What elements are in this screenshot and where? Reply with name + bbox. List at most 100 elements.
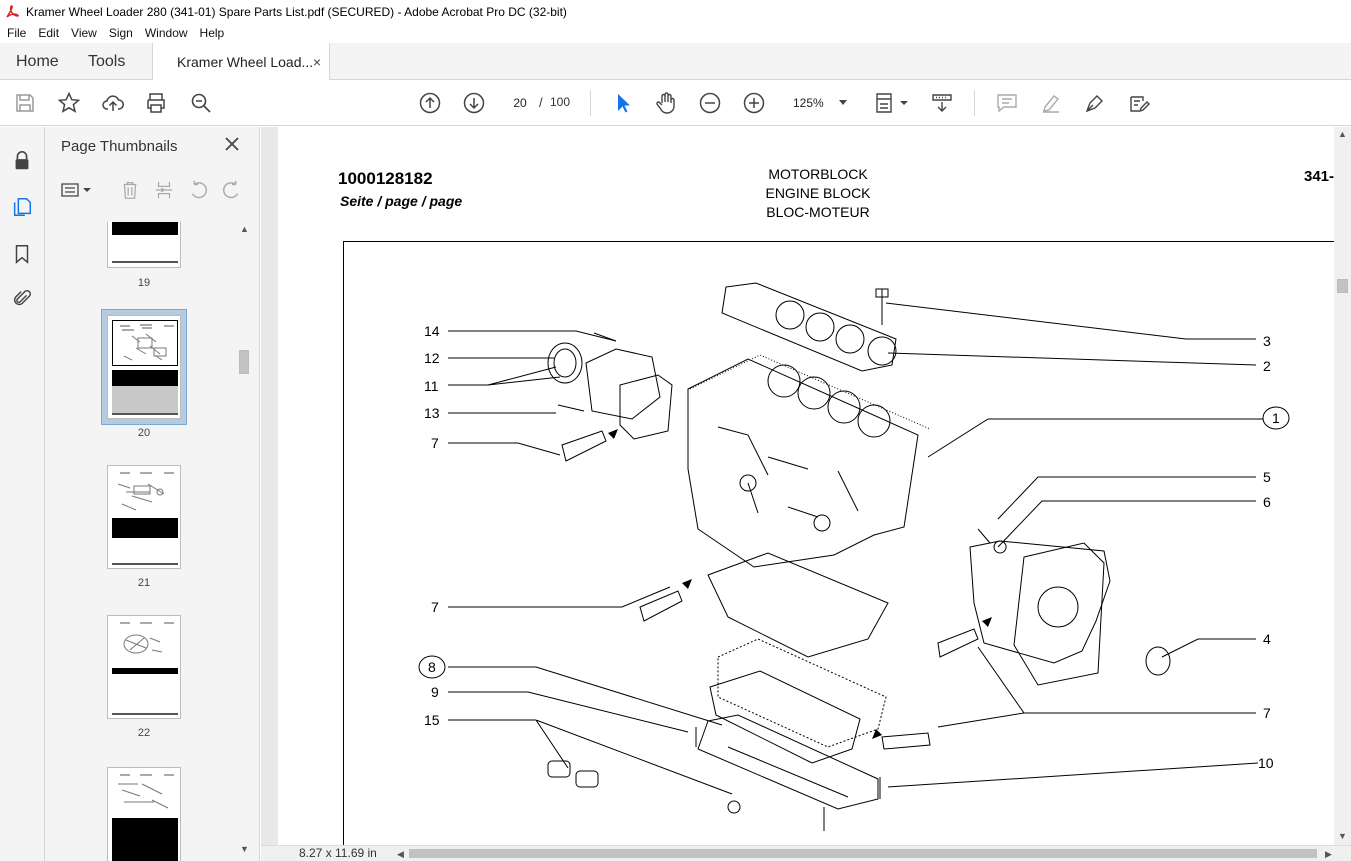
delete-pages-button[interactable] [117, 177, 143, 203]
scroll-up-icon[interactable]: ▲ [240, 224, 249, 234]
arrow-icon [682, 579, 692, 589]
thumbnail-page-20[interactable] [107, 315, 181, 419]
scroll-down-icon[interactable]: ▼ [1338, 831, 1347, 841]
scrollbar-thumb[interactable] [1337, 279, 1348, 293]
gasket-bore [867, 336, 897, 366]
hand-tool-button[interactable] [653, 90, 679, 116]
print-button[interactable] [143, 90, 169, 116]
previous-page-button[interactable] [417, 90, 443, 116]
menu-view[interactable]: View [71, 26, 97, 40]
close-icon[interactable] [223, 135, 241, 153]
scroll-down-icon[interactable]: ▼ [240, 844, 249, 854]
star-icon [57, 91, 81, 113]
tab-tools[interactable]: Tools [88, 52, 126, 70]
rotate-left-button[interactable] [185, 177, 211, 203]
scroll-left-icon[interactable]: ◀ [397, 848, 404, 859]
page-number-input[interactable]: 20 [505, 90, 535, 114]
crank-bore [813, 514, 831, 532]
tab-bar: Home Tools Kramer Wheel Load... × [0, 43, 1351, 80]
menu-file[interactable]: File [7, 26, 27, 40]
cursor-arrow-icon [618, 94, 630, 113]
leader-line-7c [937, 646, 1256, 728]
callout-2: 2 [1263, 358, 1271, 374]
menu-help[interactable]: Help [199, 26, 225, 40]
arrow-icon [608, 429, 618, 439]
title-german: MOTORBLOCK [768, 166, 868, 182]
next-page-button[interactable] [461, 90, 487, 116]
thumbnail-scrollbar[interactable]: ▲ ▼ [237, 222, 252, 858]
callout-7: 7 [431, 599, 439, 615]
thumbnail-page-23[interactable] [107, 767, 181, 861]
engine-block-detail [717, 426, 859, 518]
pdf-page: 1000128182 Seite / page / page MOTORBLOC… [278, 127, 1334, 845]
scroll-mode-button[interactable] [929, 90, 955, 116]
find-button[interactable] [188, 90, 214, 116]
menu-bar: File Edit View Sign Window Help [0, 23, 1351, 43]
menu-edit[interactable]: Edit [38, 26, 60, 40]
engine-block-shadow [689, 354, 931, 430]
draw-button[interactable] [1082, 90, 1108, 116]
lock-button[interactable] [10, 149, 34, 173]
arrow-icon [872, 729, 882, 739]
menu-window[interactable]: Window [144, 26, 188, 40]
printer-icon [147, 93, 165, 113]
rotate-right-button[interactable] [219, 177, 245, 203]
tab-home[interactable]: Home [16, 52, 59, 70]
leader-line-14 [448, 330, 617, 342]
page-thumbnails-button[interactable] [10, 195, 34, 219]
leader-line-7b [448, 586, 671, 608]
thumbnail-page-22[interactable] [107, 615, 181, 719]
highlight-button[interactable] [1038, 90, 1064, 116]
oil-pan-gasket-lower [709, 670, 861, 764]
callout-7: 7 [1263, 705, 1271, 721]
thumbnail-options-button[interactable] [59, 177, 93, 203]
comment-button[interactable] [994, 90, 1020, 116]
list-options-icon [61, 183, 91, 197]
title-bar: Kramer Wheel Loader 280 (341-01) Spare P… [0, 0, 1351, 23]
scrollbar-thumb[interactable] [239, 350, 249, 374]
bookmarks-button[interactable] [10, 242, 34, 266]
upload-button[interactable] [100, 90, 126, 116]
bookmark-star-button[interactable] [56, 90, 82, 116]
attachments-button[interactable] [10, 287, 34, 311]
thumbnail-content [112, 261, 178, 263]
head-gasket [721, 282, 897, 372]
zoom-in-button[interactable] [741, 90, 767, 116]
sealant-tube [561, 430, 607, 462]
scroll-right-icon[interactable]: ▶ [1325, 848, 1332, 859]
save-icon [16, 94, 34, 112]
menu-sign[interactable]: Sign [108, 26, 133, 40]
fit-page-icon [876, 93, 908, 113]
insert-page-button[interactable] [151, 177, 177, 203]
washer [727, 800, 741, 814]
document-vertical-scrollbar[interactable]: ▲ ▼ [1334, 127, 1351, 845]
trash-icon [123, 182, 137, 199]
arrow-up-circle-icon [419, 92, 441, 114]
front-oil-seal [1145, 646, 1171, 676]
page-fit-button[interactable] [874, 90, 910, 116]
thumbnail-content [112, 713, 178, 715]
thumbnail-content [112, 563, 178, 565]
scroll-up-icon[interactable]: ▲ [1338, 129, 1347, 139]
callout-circle [1262, 406, 1290, 430]
pages-icon [13, 198, 31, 216]
thumbnail-page-19[interactable] [107, 222, 181, 268]
leader-line-2 [887, 352, 1257, 366]
zoom-out-button[interactable] [697, 90, 723, 116]
save-button[interactable] [12, 90, 38, 116]
tab-close-icon[interactable]: × [312, 54, 321, 70]
crank-bore [739, 474, 757, 492]
leader-line-6 [997, 500, 1256, 548]
plus-circle-icon [743, 92, 765, 114]
tab-document[interactable]: Kramer Wheel Load... × [152, 43, 330, 80]
callout-8: 8 [428, 659, 436, 675]
fill-sign-button[interactable] [1126, 90, 1152, 116]
zoom-level-select[interactable]: 125% [785, 90, 855, 115]
oil-pan-detail [727, 746, 849, 798]
leader-line-3 [885, 302, 1256, 340]
thumbnail-page-21[interactable] [107, 465, 181, 569]
thumbnail-content [112, 413, 178, 415]
horizontal-scrollbar-thumb[interactable] [409, 849, 1317, 858]
select-tool-button[interactable] [609, 90, 635, 116]
